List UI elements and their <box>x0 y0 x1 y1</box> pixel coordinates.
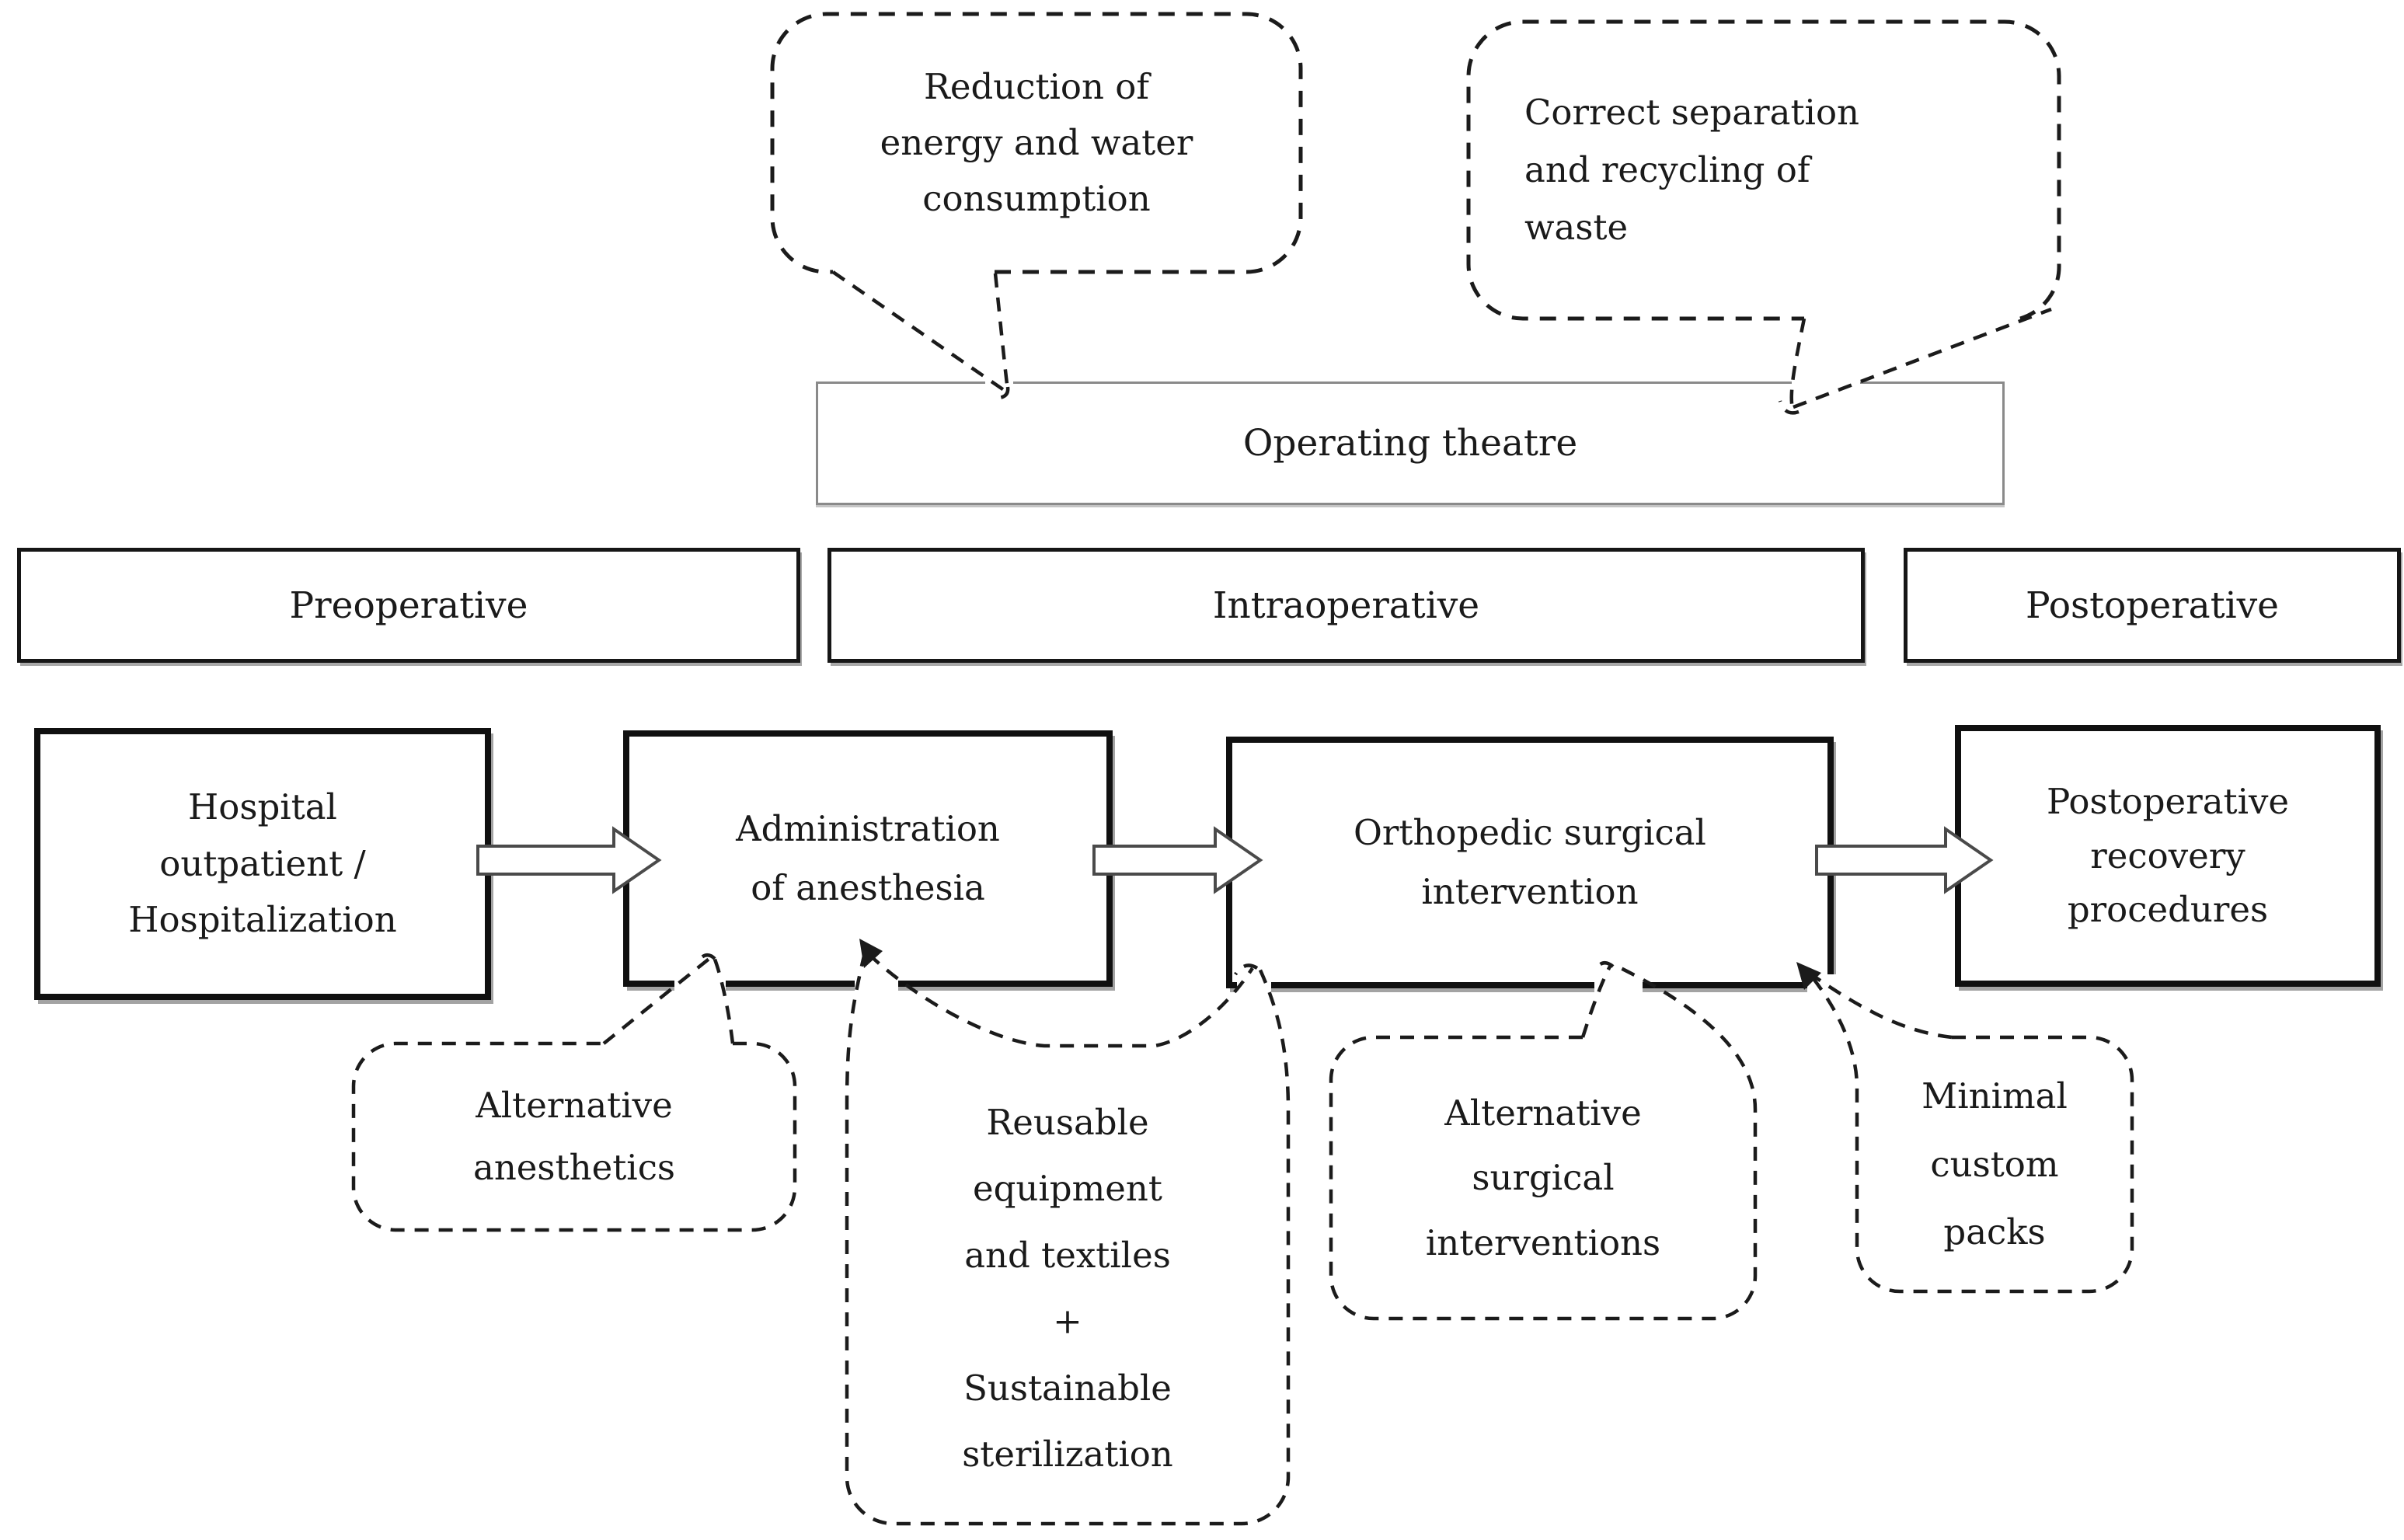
callout-minimal-custom-packs: Minimal custom packs <box>1921 1075 2068 1253</box>
phase-label: Postoperative <box>2026 584 2279 627</box>
callout-alternative-surgical: Alternative surgical interventions <box>1425 1092 1661 1263</box>
callout-energy-water: Reduction of energy and water consumptio… <box>880 66 1193 219</box>
phase-postoperative: Postoperative <box>1904 548 2401 663</box>
step-administration-anesthesia: Administration of anesthesia <box>623 730 1113 987</box>
step-postoperative-recovery: Postoperative recovery procedures <box>1955 725 2381 987</box>
phase-intraoperative: Intraoperative <box>827 548 1865 663</box>
phase-preoperative: Preoperative <box>17 548 800 663</box>
callout-waste-recycling: Correct separation and recycling of wast… <box>1524 91 1860 249</box>
callout-alternative-anesthetics: Alternative anesthetics <box>472 1084 675 1188</box>
callout-reusable-sterilization: Reusable equipment and textiles + Sustai… <box>962 1101 1173 1476</box>
step-orthopedic-intervention: Orthopedic surgical intervention <box>1226 737 1834 988</box>
phase-label: Preoperative <box>289 584 528 627</box>
box-operating-theatre: Operating theatre <box>816 382 2005 505</box>
operating-theatre-label: Operating theatre <box>1242 422 1578 465</box>
step-hospital-outpatient: Hospital outpatient / Hospitalization <box>34 728 491 1000</box>
phase-label: Intraoperative <box>1212 584 1480 627</box>
